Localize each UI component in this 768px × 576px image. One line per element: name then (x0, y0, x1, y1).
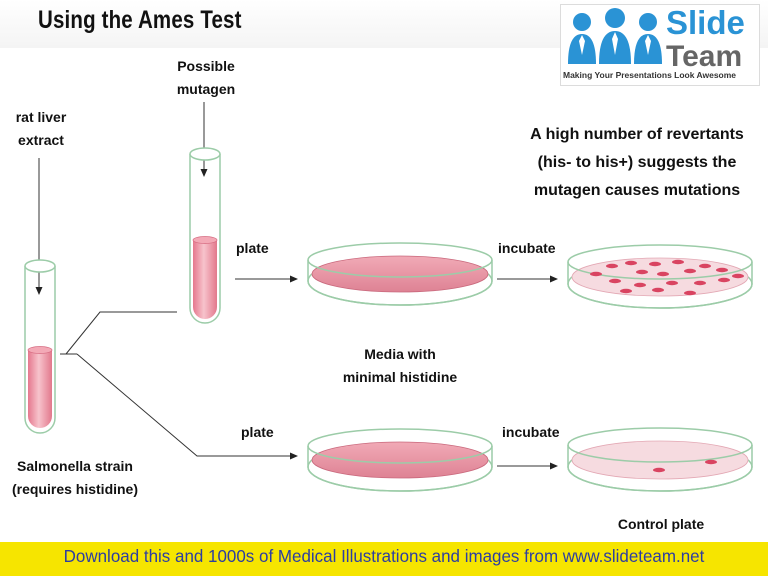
media-line-1: Media with (364, 346, 436, 362)
salmonella-tube (24, 259, 56, 434)
control-plate-line-1: Control plate (617, 516, 705, 532)
plate-label-top: plate (236, 240, 269, 256)
control-colony (653, 467, 665, 473)
rat-liver-line-2: extract (18, 132, 64, 148)
people-logo-icon (568, 8, 662, 64)
revertants-line-3: mutagen causes mutations (533, 182, 741, 199)
plate-label-bottom: plate (241, 424, 274, 440)
petri-dish-bottom (307, 428, 493, 492)
possible-mutagen-line-1: Possible (177, 58, 235, 74)
logo-tagline: Making Your Presentations Look Awesome (563, 70, 737, 80)
petri-dish-control (567, 427, 753, 492)
revertant-colonies (590, 259, 744, 296)
salmonella-label: Salmonella strain (requires histidine) (0, 455, 150, 501)
mutagen-tube (189, 147, 221, 324)
page-title: Using the Ames Test (38, 6, 242, 34)
control-colony (705, 459, 717, 465)
petri-dish-revertants (567, 244, 753, 309)
revertants-note: A high number of revertants (his- to his… (512, 121, 762, 205)
incubate-label-top: incubate (498, 240, 556, 256)
salmonella-line-2: (requires histidine) (11, 481, 139, 497)
petri-dish-media (307, 242, 493, 306)
rat-liver-label: rat liver extract (6, 106, 76, 152)
footer-banner (0, 542, 768, 576)
incubate-label-bottom: incubate (502, 424, 560, 440)
revertants-line-2: (his- to his+) suggests the (537, 154, 737, 171)
branch-top-line (65, 311, 177, 355)
possible-mutagen-line-2: mutagen (176, 81, 236, 97)
revertants-line-1: A high number of revertants (530, 126, 744, 143)
logo-brand-top: Slide (666, 4, 745, 41)
media-label: Media with minimal histidine (320, 343, 480, 389)
logo-brand-bottom: Team (666, 40, 743, 73)
possible-mutagen-label: Possible mutagen (166, 55, 246, 101)
rat-liver-line-1: rat liver (15, 109, 67, 125)
branch-bottom-line (76, 353, 298, 460)
salmonella-line-1: Salmonella strain (17, 458, 133, 474)
media-line-2: minimal histidine (342, 369, 458, 385)
footer-link[interactable]: Download this and 1000s of Medical Illus… (63, 546, 705, 566)
